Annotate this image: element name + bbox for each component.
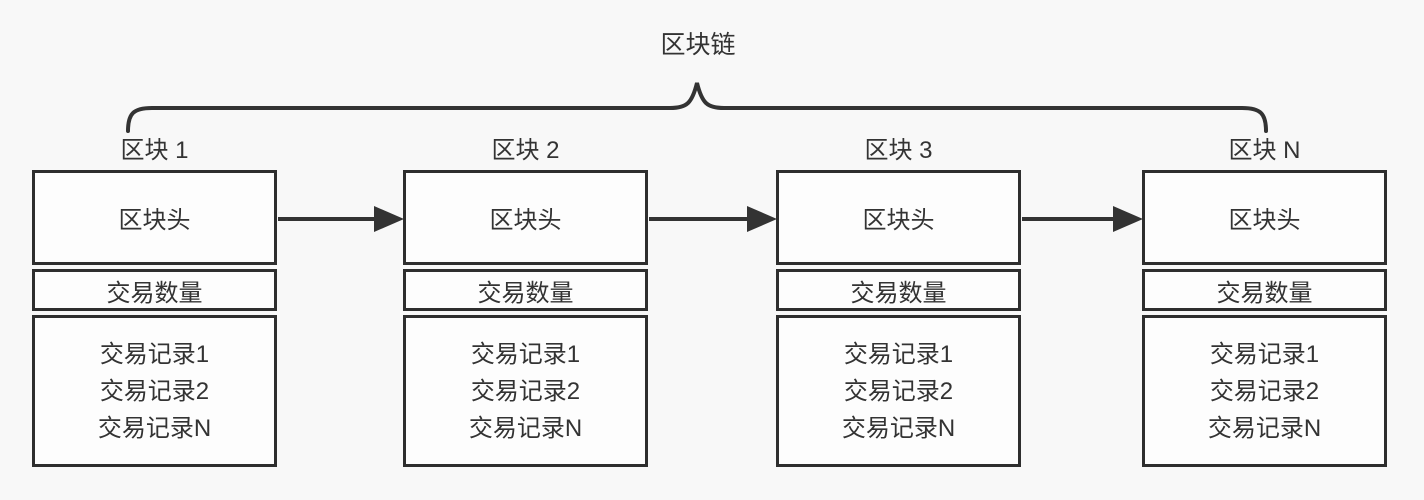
transaction-count-box: 交易数量: [1142, 269, 1387, 311]
block-label: 区块 2: [491, 137, 560, 164]
transaction-record: 交易记录N: [841, 414, 956, 442]
transaction-count-label: 交易数量: [106, 279, 203, 307]
block-header-label: 区块头: [1228, 207, 1301, 234]
transaction-record: 交易记录1: [99, 340, 210, 368]
transaction-records-box: 交易记录1 交易记录2 交易记录N: [32, 315, 277, 467]
transaction-record: 交易记录N: [97, 414, 212, 442]
block-header-box: 区块头: [776, 170, 1021, 265]
block-3: 区块 3 区块头 交易数量 交易记录1 交易记录2 交易记录N: [776, 136, 1021, 467]
transaction-record: 交易记录2: [1209, 377, 1320, 405]
transaction-record: 交易记录2: [843, 377, 954, 405]
transaction-record: 交易记录2: [470, 377, 581, 405]
diagram-title: 区块链: [660, 31, 736, 59]
block-link-arrow: [1022, 206, 1143, 232]
block-label: 区块 3: [864, 137, 933, 164]
transaction-record: 交易记录N: [468, 414, 583, 442]
transaction-record: 交易记录N: [1207, 414, 1322, 442]
arrow-head-icon: [747, 206, 777, 232]
transaction-record: 交易记录2: [99, 377, 210, 405]
transaction-record: 交易记录1: [843, 340, 954, 368]
transaction-count-label: 交易数量: [850, 279, 947, 307]
block-n: 区块 N 区块头 交易数量 交易记录1 交易记录2 交易记录N: [1142, 136, 1387, 467]
arrow-head-icon: [374, 206, 404, 232]
transaction-records-box: 交易记录1 交易记录2 交易记录N: [776, 315, 1021, 467]
block-header-label: 区块头: [489, 207, 562, 234]
block-label: 区块 1: [120, 137, 189, 164]
block-header-label: 区块头: [118, 207, 191, 234]
block-2: 区块 2 区块头 交易数量 交易记录1 交易记录2 交易记录N: [403, 136, 648, 467]
block-header-box: 区块头: [1142, 170, 1387, 265]
curly-brace: [126, 82, 1268, 133]
transaction-record: 交易记录1: [1209, 340, 1320, 368]
transaction-record: 交易记录1: [470, 340, 581, 368]
transaction-records-box: 交易记录1 交易记录2 交易记录N: [1142, 315, 1387, 467]
transaction-count-box: 交易数量: [32, 269, 277, 311]
block-link-arrow: [649, 206, 777, 232]
block-1: 区块 1 区块头 交易数量 交易记录1 交易记录2 交易记录N: [32, 136, 277, 467]
transaction-count-box: 交易数量: [403, 269, 648, 311]
transaction-records-box: 交易记录1 交易记录2 交易记录N: [403, 315, 648, 467]
transaction-count-label: 交易数量: [477, 279, 574, 307]
block-header-label: 区块头: [862, 207, 935, 234]
arrow-head-icon: [1113, 206, 1143, 232]
block-header-box: 区块头: [32, 170, 277, 265]
transaction-count-label: 交易数量: [1216, 279, 1313, 307]
transaction-count-box: 交易数量: [776, 269, 1021, 311]
block-label: 区块 N: [1228, 137, 1301, 164]
block-header-box: 区块头: [403, 170, 648, 265]
block-link-arrow: [278, 206, 404, 232]
